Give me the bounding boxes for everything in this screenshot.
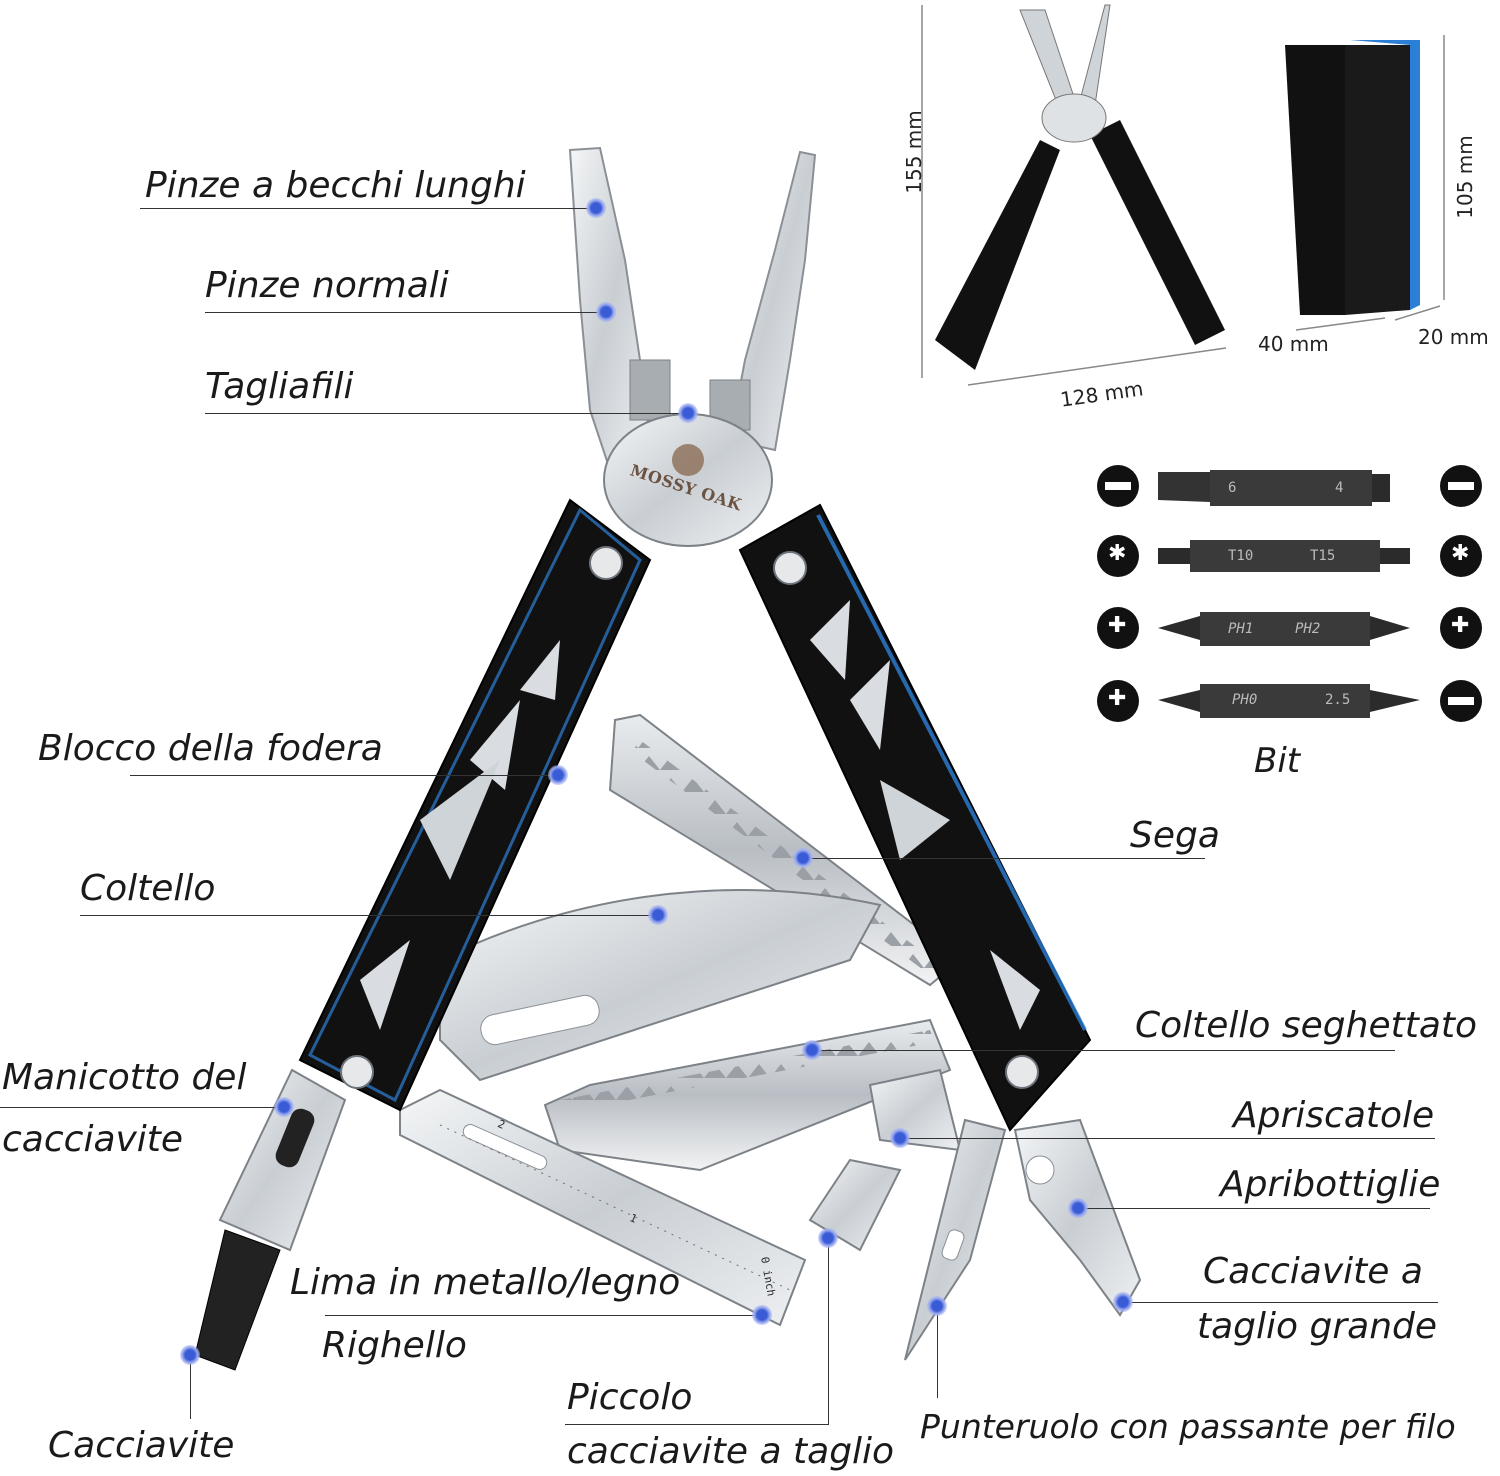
leader-line (1078, 1208, 1430, 1209)
long-nose-pliers-jaw-right (728, 150, 817, 452)
dim-width-closed: 40 mm (1258, 332, 1329, 356)
label-small-flat-screwdriver-line1: Piccolo (567, 1377, 693, 1418)
bit-label: PH1 (1228, 621, 1254, 637)
leader-line (205, 413, 688, 414)
phillips-icon: ✚ (1097, 607, 1139, 649)
screwdriver-sleeve (194, 1068, 347, 1371)
leader-line (140, 208, 596, 209)
bit-label: PH0 (1232, 692, 1258, 708)
label-wire-cutter: Tagliafili (205, 366, 354, 407)
marker-dot (1068, 1198, 1088, 1218)
marker-dot (586, 198, 606, 218)
label-bit: Bit (1254, 741, 1301, 781)
slotted-icon (1440, 465, 1482, 507)
label-large-flat-screwdriver-line1: Cacciavite a (1203, 1251, 1423, 1292)
marker-dot (548, 765, 568, 785)
label-bottle-opener: Apribottiglie (1220, 1164, 1441, 1205)
bit-label: 2.5 (1325, 692, 1351, 708)
label-long-nose-pliers: Pinze a becchi lunghi (145, 165, 526, 206)
label-serrated-knife: Coltello seghettato (1135, 1005, 1478, 1046)
right-handle (738, 503, 1092, 1132)
bit-label: PH2 (1295, 621, 1321, 637)
ruler-file (399, 1088, 807, 1327)
label-awl: Punteruolo con passante per filo (920, 1407, 1456, 1446)
bit-label: 4 (1335, 480, 1344, 496)
phillips-icon: ✚ (1097, 680, 1139, 722)
marker-dot (274, 1097, 294, 1117)
label-large-flat-screwdriver-line2: taglio grande (1197, 1306, 1438, 1347)
label-screwdriver: Cacciavite (48, 1425, 235, 1466)
bit-label: 6 (1228, 480, 1237, 496)
leader-line (1123, 1302, 1438, 1303)
label-regular-pliers: Pinze normali (205, 265, 449, 306)
label-small-flat-screwdriver-line2: cacciavite a taglio (567, 1431, 895, 1472)
bit-bars (1158, 470, 1420, 718)
marker-dot (890, 1128, 910, 1148)
knife-blade (439, 889, 882, 1082)
slotted-icon (1440, 680, 1482, 722)
label-screwdriver-sleeve-line2: cacciavite (2, 1119, 184, 1160)
label-liner-lock: Blocco della fodera (38, 728, 383, 769)
marker-dot (793, 848, 813, 868)
small-flat-screwdriver-tool (808, 1158, 902, 1252)
marker-dot (802, 1040, 822, 1060)
leader-line (900, 1138, 1435, 1139)
marker-dot (180, 1345, 200, 1365)
phillips-icon: ✚ (1440, 607, 1482, 649)
torx-icon: ✱ (1440, 535, 1482, 577)
leader-line (0, 1107, 284, 1108)
label-screwdriver-sleeve-line1: Manicotto del (2, 1057, 247, 1098)
leader-line (803, 858, 1205, 859)
label-knife: Coltello (80, 868, 216, 909)
torx-icon: ✱ (1097, 535, 1139, 577)
left-handle (298, 498, 652, 1112)
pivot-screws (340, 546, 1039, 1089)
label-file: Lima in metallo/legno (290, 1262, 681, 1303)
marker-dot (596, 302, 616, 322)
marker-dot (1113, 1292, 1133, 1312)
leader-line (828, 1238, 829, 1424)
label-can-opener: Apriscatole (1233, 1095, 1435, 1136)
marker-dot (818, 1228, 838, 1248)
marker-dot (648, 905, 668, 925)
dim-length-open: 155 mm (901, 110, 926, 194)
marker-dot (927, 1296, 947, 1316)
leader-line (812, 1050, 1395, 1051)
slotted-icon (1097, 465, 1139, 507)
leader-line (130, 775, 558, 776)
marker-dot (678, 403, 698, 423)
pivot-disc (603, 413, 773, 547)
leader-line (937, 1305, 938, 1398)
leader-line (205, 312, 606, 313)
marker-dot (752, 1305, 772, 1325)
dim-depth-closed: 20 mm (1418, 325, 1489, 349)
leader-line (80, 915, 658, 916)
dim-length-closed: 105 mm (1452, 135, 1477, 219)
leader-line (325, 1315, 762, 1316)
label-saw: Sega (1130, 815, 1220, 856)
bit-label: T15 (1310, 548, 1336, 564)
leader-line (565, 1424, 829, 1425)
bit-label: T10 (1228, 548, 1254, 564)
label-ruler: Righello (322, 1325, 467, 1366)
leader-line (190, 1355, 191, 1419)
